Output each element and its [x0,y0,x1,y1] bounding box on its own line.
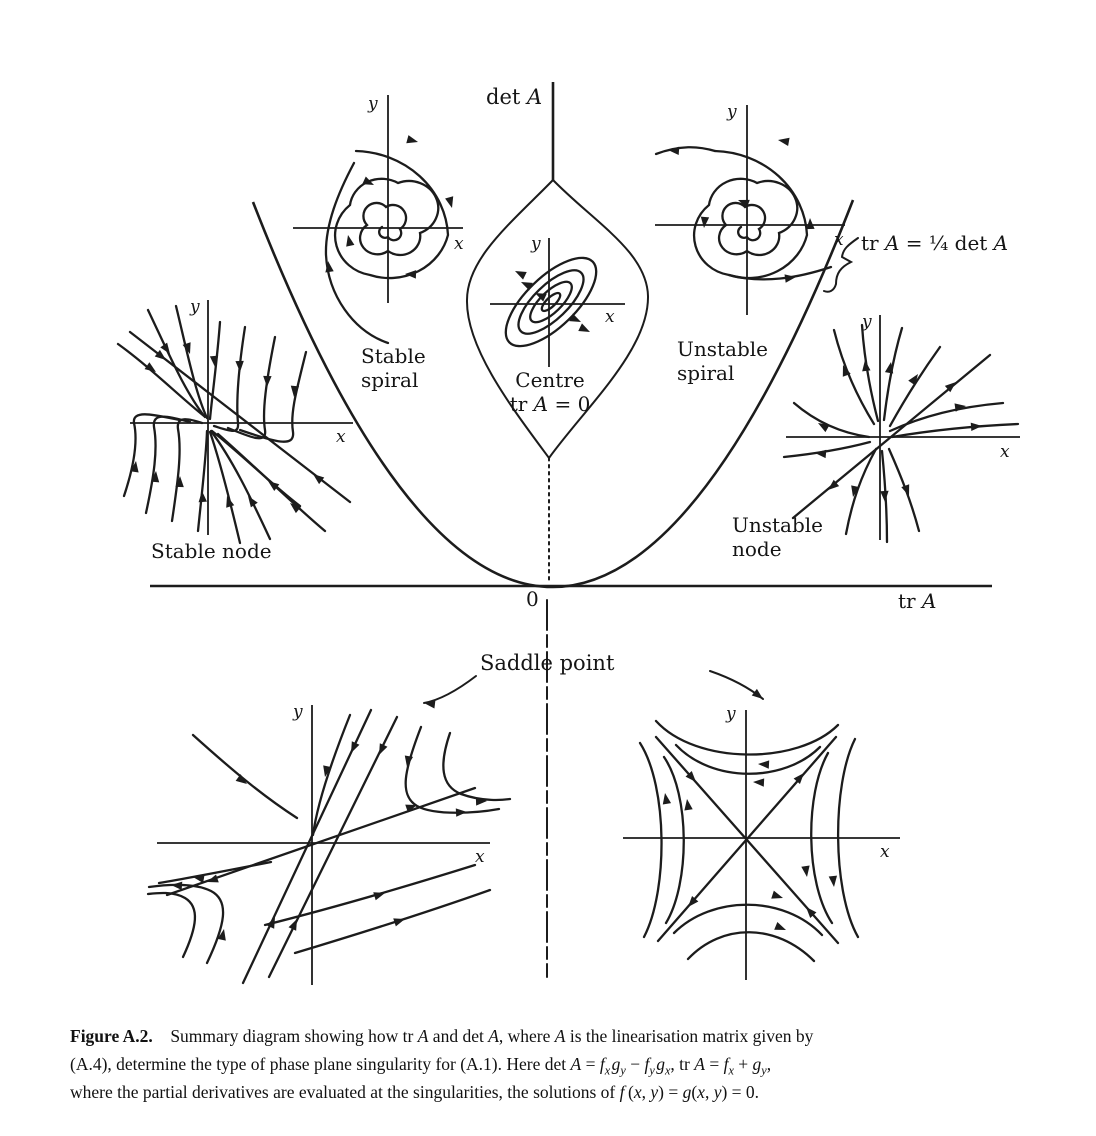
trajectories [116,304,352,545]
spiral-trajectory [324,149,450,345]
x-axis-label: x [336,427,346,447]
flow-arrows [171,741,487,941]
trajectories [782,323,1020,544]
y-axis-label: y [367,94,378,114]
detA-axis-label: det A [486,85,543,109]
flow-arrows [130,342,325,514]
unstable-node-label: Unstable node [732,513,823,561]
flow-arrows [515,271,590,332]
unstable-spiral-portrait: x y [654,102,845,315]
parabola-label-leader [823,237,859,293]
trajectories [638,719,860,963]
stable-spiral-portrait: x y [293,94,464,345]
flow-arrows [325,135,454,279]
y-axis-label: y [725,704,736,724]
stable-spiral-label: Stable spiral [361,344,426,392]
x-axis-label: x [834,230,844,250]
stable-node-label: Stable node [151,539,272,563]
y-axis-label: y [726,102,737,122]
y-axis-label: y [530,234,541,254]
saddle-point-arrow-right [709,670,764,700]
saddle-portrait-right: x y [623,704,900,980]
unstable-node-portrait: x y [782,312,1020,544]
x-axis-label: x [880,842,890,862]
origin-label: 0 [526,587,539,611]
x-axis-label: x [475,847,485,867]
caption-line-2: (A.4), determine the type of phase plane… [70,1054,772,1078]
centre-portrait: x y [490,234,625,367]
y-axis-label: y [861,312,872,332]
unstable-spiral-label: Unstable spiral [677,337,768,385]
saddle-point-label: Saddle point [480,651,615,675]
spiral-trajectory [654,146,833,281]
closed-orbits [504,256,598,348]
x-axis-label: x [605,307,615,327]
x-axis-label: x [1000,442,1010,462]
flow-arrows [668,137,815,283]
x-axis-label: x [454,234,464,254]
flow-arrows [815,360,982,502]
flow-arrows [662,760,838,930]
saddle-point-arrow-left [423,675,477,709]
saddle-portrait-left: x y [146,702,512,985]
caption-line-3: where the partial derivatives are evalua… [70,1082,760,1102]
caption-line-1: Figure A.2. Summary diagram showing how … [70,1026,814,1046]
trajectories [146,708,512,985]
y-axis-label: y [189,297,200,317]
y-axis-label: y [292,702,303,722]
parabola [251,199,855,589]
figure-caption: Figure A.2. Summary diagram showing how … [70,1022,1055,1106]
centre-lens-curve [465,179,650,459]
parabola-equation-label: tr A = ¼ det A [861,231,1009,255]
trA-axis-label: tr A [898,589,937,613]
stable-node-portrait: x y [116,297,353,545]
